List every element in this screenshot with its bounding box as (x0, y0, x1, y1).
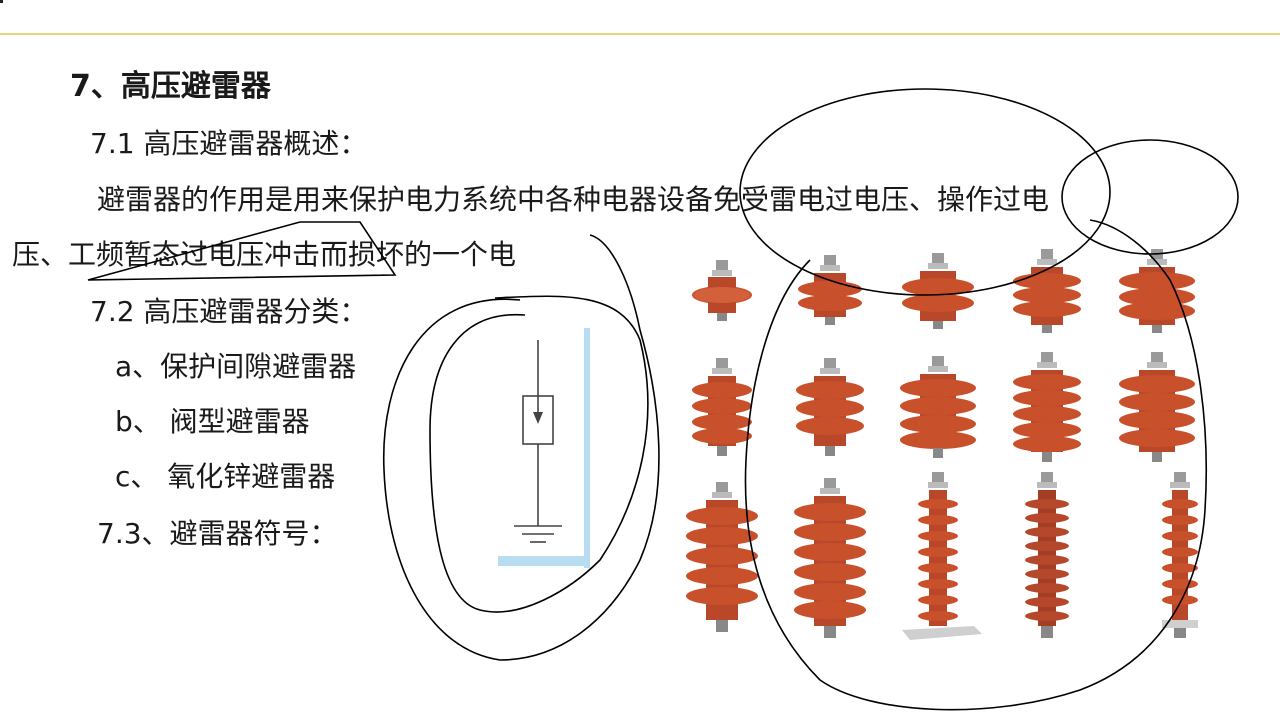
list-item-c: c、 氧化锌避雷器 (115, 460, 336, 493)
section-7-1-title: 7.1 高压避雷器概述： (90, 127, 368, 160)
header-divider (0, 33, 1280, 35)
paragraph-line-1: 避雷器的作用是用来保护电力系统中各种电器设备免受雷电过电压、操作过电 (97, 183, 1050, 216)
slide-heading: 7、高压避雷器 (70, 69, 271, 104)
surge-arrester-photo-grid (686, 249, 1198, 640)
section-7-3-title: 7.3、避雷器符号： (97, 517, 338, 550)
annotation-ellipse-small (1061, 139, 1239, 255)
section-7-2-title: 7.2 高压避雷器分类： (90, 295, 368, 328)
list-item-a: a、保护间隙避雷器 (115, 350, 357, 383)
list-item-b: b、 阀型避雷器 (115, 405, 310, 438)
paragraph-line-2: 压、工频暂态过电压冲击而损坏的一个电 (12, 238, 517, 271)
surge-arrester-symbol (498, 328, 590, 568)
corner-mark (0, 0, 3, 3)
